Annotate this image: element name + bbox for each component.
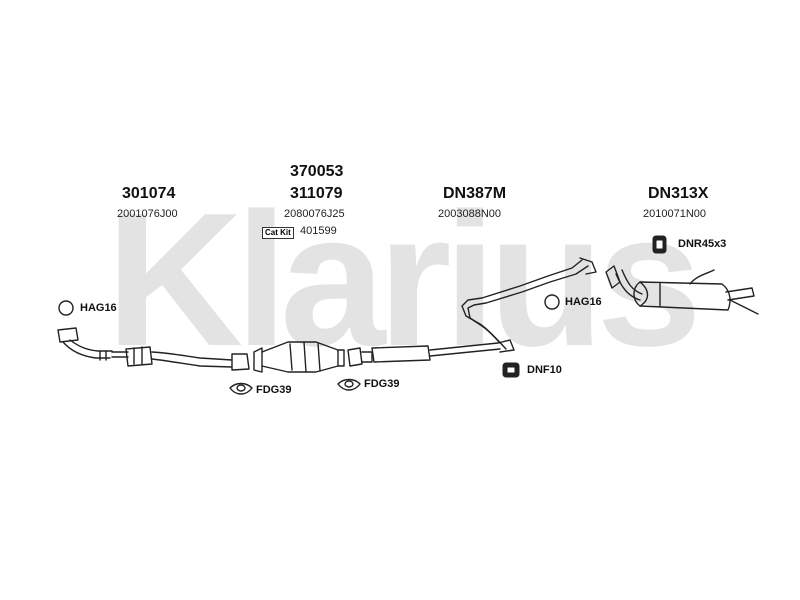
part-number-dn313x: DN313X	[648, 185, 709, 202]
catalytic-converter-311079	[253, 341, 345, 373]
part-number-301074: 301074	[122, 185, 176, 202]
fitting-label-fdg39-left: FDG39	[256, 384, 292, 396]
oem-number-2001076j00: 2001076J00	[117, 208, 178, 220]
hanger-bracket-icon	[652, 235, 667, 254]
oem-number-2080076j25: 2080076J25	[284, 208, 345, 220]
watermark-text: Klarius	[106, 174, 694, 386]
flange-gasket-icon	[229, 382, 253, 395]
rear-silencer-dn313x	[605, 265, 759, 315]
part-number-dn387m: DN387M	[443, 185, 507, 202]
fitting-label-dnf10: DNF10	[527, 364, 562, 376]
front-pipe-301074	[57, 327, 250, 371]
fitting-label-hag16-right: HAG16	[565, 296, 602, 308]
oem-number-2003088n00: 2003088N00	[438, 208, 502, 220]
flange-gasket-icon	[337, 378, 361, 391]
fitting-label-fdg39-right: FDG39	[364, 378, 400, 390]
fitting-label-hag16-left: HAG16	[80, 302, 117, 314]
cat-kit-number: 401599	[300, 225, 337, 237]
part-number-370053: 370053	[290, 163, 344, 180]
part-number-311079: 311079	[290, 185, 343, 202]
rubber-hanger-icon	[502, 362, 520, 378]
centre-section-dn387m	[347, 257, 597, 367]
fitting-label-dnr45: DNR45x3	[678, 238, 727, 250]
ring-gasket-icon	[58, 300, 74, 316]
ring-gasket-icon	[544, 294, 560, 310]
cat-kit-label: Cat Kit	[262, 227, 294, 239]
oem-number-2010071n00: 2010071N00	[643, 208, 707, 220]
